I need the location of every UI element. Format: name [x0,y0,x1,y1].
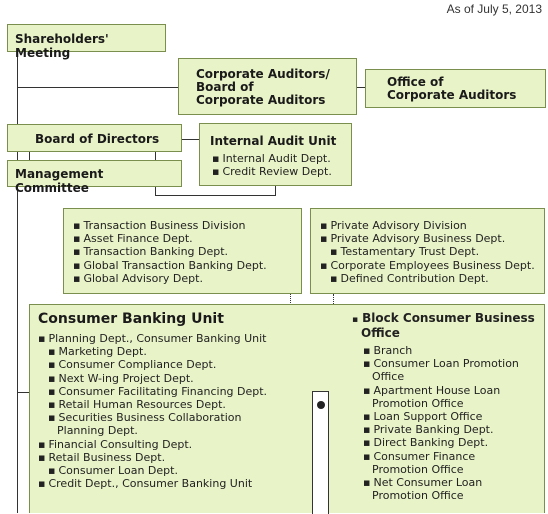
corporate-auditors-box: Corporate Auditors/ Board of Corporate A… [178,58,357,115]
consumer-banking-unit-box: Consumer Banking Unit Planning Dept., Co… [29,304,545,514]
internal-audit-item: Internal Audit Dept. [212,152,332,165]
consumer-item: Consumer Loan Dept. [38,464,267,477]
block-item: Promotion Office [372,396,464,410]
main-vertical-line [17,52,18,513]
office-auditors-line-1: Office of [387,75,444,89]
board-audit-connector [182,139,199,140]
management-down [155,187,156,196]
block-item: Loan Support Office [363,410,542,423]
board-of-directors-box: Board of Directors [7,124,182,152]
private-item: Defined Contribution Dept. [320,272,535,285]
board-of-directors-label: Board of Directors [35,132,160,146]
transaction-item: Transaction Business Division [73,219,267,232]
shareholders-meeting-label: Shareholders' Meeting [15,32,109,60]
auditors-connector [17,87,178,88]
consumer-item: Consumer Facilitating Financing Dept. [38,385,267,398]
office-corporate-auditors-box: Office of Corporate Auditors [365,69,546,108]
board-management-left [29,152,30,160]
consumer-item: Consumer Compliance Dept. [38,358,267,371]
consumer-item: Marketing Dept. [38,345,267,358]
block-item: Office [372,370,405,384]
block-connector-column [312,391,329,514]
board-management-right [155,152,156,160]
consumer-item: Retail Business Dept. [38,451,267,464]
shareholders-meeting-box: Shareholders' Meeting [7,24,166,60]
block-title-line-1: ▪Block Consumer Business [352,311,535,326]
consumer-item: Financial Consulting Dept. [38,438,267,451]
private-item: Corporate Employees Business Dept. [320,259,534,272]
consumer-branch [17,392,29,393]
block-item: Consumer Finance [363,450,542,463]
internal-audit-unit-box: Internal Audit Unit Internal Audit Dept.… [199,123,352,186]
transaction-item: Global Advisory Dept. [73,272,267,285]
consumer-item: Planning Dept. [57,424,138,438]
block-item: Consumer Loan Promotion [363,357,542,370]
as-of-date: As of July 5, 2013 [446,2,542,16]
transaction-division-box: Transaction Business Division Asset Fina… [63,208,302,294]
consumer-item: Credit Dept., Consumer Banking Unit [38,477,267,490]
private-item: Private Advisory Business Dept. [320,232,535,245]
transaction-item: Transaction Banking Dept. [73,245,267,258]
block-item: Promotion Office [372,462,464,476]
block-item: Branch [363,344,542,357]
management-committee-box: Management Committee [7,160,182,195]
block-item: Private Banking Dept. [363,423,542,436]
transaction-item: Global Transaction Banking Dept. [73,259,266,272]
corporate-auditors-line-3: Corporate Auditors [196,93,326,107]
audit-down [275,186,276,196]
consumer-item: Next W-ing Project Dept. [38,372,267,385]
internal-audit-item: Credit Review Dept. [212,165,331,178]
block-item: Direct Banking Dept. [363,436,542,449]
consumer-item: Retail Human Resources Dept. [38,398,267,411]
management-committee-label: Management Committee [15,167,104,195]
corporate-auditors-line-2: Board of [196,80,254,94]
private-item: Testamentary Trust Dept. [320,245,535,258]
office-auditors-line-2: Corporate Auditors [387,88,517,102]
internal-audit-title: Internal Audit Unit [210,134,337,148]
block-consumer-office: ▪Block Consumer Business Office Branch C… [352,311,542,503]
block-item: Apartment House Loan [363,384,542,397]
private-item: Private Advisory Division [320,219,535,232]
corporate-auditors-line-1: Corporate Auditors/ [196,67,330,81]
private-advisory-box: Private Advisory Division Private Adviso… [310,208,545,294]
block-title-line-2: Office [361,326,400,340]
consumer-item: Planning Dept., Consumer Banking Unit [38,332,267,345]
block-item: Promotion Office [372,489,464,503]
auditors-office-connector [357,87,365,88]
consumer-banking-title: Consumer Banking Unit [38,311,224,327]
transaction-item: Asset Finance Dept. [73,232,267,245]
consumer-item: Securities Business Collaboration [38,411,267,424]
connector-dot [317,401,325,409]
private-dotted-line [333,294,334,304]
management-audit-horizontal [155,195,276,196]
block-item: Net Consumer Loan [363,476,542,489]
